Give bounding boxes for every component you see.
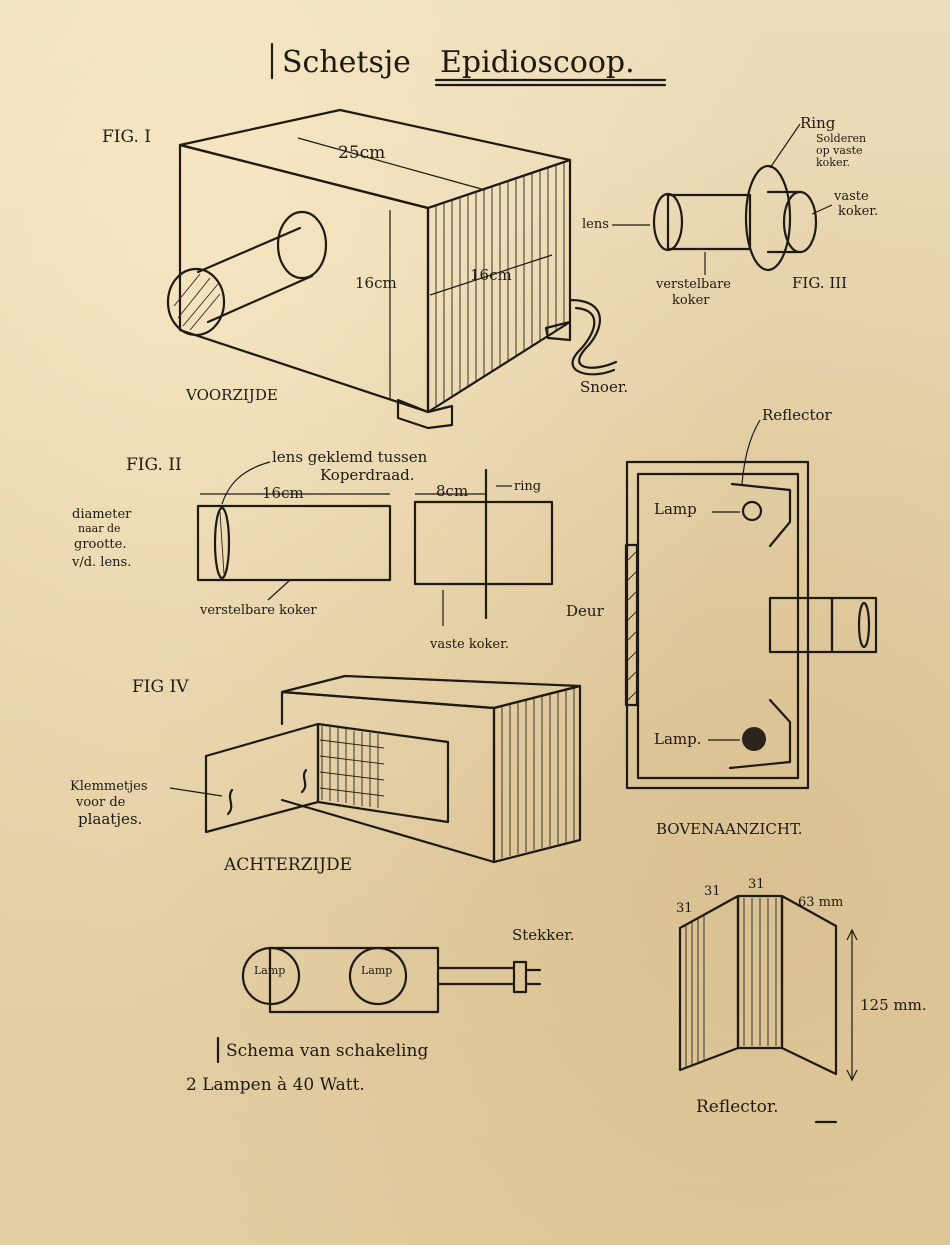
schema-lamp-1-label: Lamp — [254, 964, 285, 977]
top-view-lens-mount — [768, 596, 834, 654]
reflector-height: 125 mm. — [860, 996, 927, 1014]
top-view-caption: BOVENAANZICHT. — [656, 820, 803, 838]
fig3-solder-note-2: op vaste — [816, 144, 863, 157]
fig4-label: FIG IV — [132, 677, 189, 697]
fig2-fixed-label: vaste koker. — [429, 637, 509, 652]
fig4-clips-label-1: Klemmetjes — [70, 779, 148, 794]
fig3-lens-assembly: Ring Solderen op vaste koker. vaste koke… — [582, 114, 878, 308]
schema-lamp-2-label: Lamp — [361, 964, 392, 977]
reflector-width-4: 63 mm — [798, 895, 843, 910]
fig1-foot-back — [544, 320, 572, 342]
top-view-lamp-bottom-label: Lamp. — [654, 730, 702, 748]
schema-wiring-box — [268, 946, 440, 1014]
fig4-clips-label-3: plaatjes. — [78, 810, 142, 828]
fig2-diameter-2: naar de — [78, 522, 121, 535]
fig3-tube-front — [652, 192, 684, 252]
fig4-back-view: FIG IV Klemmetjes voor de plaatjes. ACHT… — [70, 674, 582, 875]
schema-lamp-2 — [348, 946, 408, 1006]
fig2-label: FIG. II — [126, 455, 182, 475]
fig3-ring — [744, 164, 792, 272]
fig2-lens-note-2: Koperdraad. — [320, 466, 415, 484]
fig3-adjustable-label-1: verstelbare — [655, 277, 731, 292]
fig1-dim-height: 16cm — [355, 274, 397, 292]
fig1-lens-flange — [276, 210, 328, 280]
title-word-2: Epidioscoop. — [440, 45, 635, 80]
reflector-width-3: 31 — [748, 877, 765, 892]
top-view-lamp-top — [741, 500, 763, 522]
fig3-adjustable-label-2: koker — [672, 293, 710, 308]
fig4-caption: ACHTERZIJDE — [223, 855, 352, 875]
top-view-reflector-top — [730, 482, 792, 548]
top-view-lens-tube — [830, 596, 878, 654]
top-view-door-label: Deur — [566, 602, 605, 620]
fig3-label: FIG. III — [792, 274, 847, 292]
top-view: Reflector Deur Lamp Lamp. BOVENAANZICHT. — [566, 406, 878, 838]
fig2-tubes: FIG. II lens geklemd tussen Koperdraad. … — [71, 448, 554, 652]
reflector-width-2: 31 — [704, 884, 721, 899]
fig1-box-side — [426, 158, 572, 414]
fig2-lens-note-1: lens geklemd tussen — [272, 448, 428, 466]
fig2-adjustable-tube — [196, 504, 392, 582]
fig4-door — [204, 722, 320, 834]
reflector-figure: 31 31 31 63 mm 125 mm. Reflector. — [676, 877, 927, 1124]
fig3-adjustable-tube — [666, 193, 752, 251]
fig3-solder-note-3: koker. — [816, 156, 850, 169]
fig2-dim-16: 16cm — [262, 484, 304, 502]
fig4-clip-right — [300, 768, 308, 794]
fig2-adjustable-label: verstelbare koker — [199, 603, 317, 618]
fig3-ring-label: Ring — [800, 114, 836, 132]
wiring-schema: Lamp Lamp Stekker. Schema van schakeling… — [186, 926, 575, 1095]
title: Schetsje Epidioscoop. — [270, 42, 667, 87]
schema-plug-label: Stekker. — [512, 926, 575, 944]
fig1-cord — [568, 298, 618, 369]
fig4-clips-label-2: voor de — [75, 795, 126, 810]
fig1-lens-opening — [166, 267, 226, 337]
reflector-panel-1 — [678, 894, 740, 1072]
top-view-reflector-bottom — [728, 698, 792, 770]
reflector-panel-3 — [780, 894, 838, 1076]
fig1-dim-width: 25cm — [338, 143, 385, 163]
fig1-lens-label: lens — [582, 217, 609, 232]
top-view-reflector-label: Reflector — [762, 406, 833, 424]
top-view-door — [624, 543, 639, 707]
fig2-dim-8: 8cm — [436, 482, 468, 500]
fig1-side-hatch — [435, 162, 565, 407]
top-view-lamp-top-label: Lamp — [654, 500, 697, 518]
fig1-front-view: FIG. I 25cm 16cm 16cm — [102, 108, 628, 430]
fig3-fixed-tube-end — [782, 190, 818, 254]
schema-plug — [512, 960, 528, 994]
fig2-diameter-3: grootte. — [74, 537, 126, 552]
fig1-foot-front — [396, 398, 454, 430]
fig3-fixed-label-1: vaste — [833, 189, 869, 204]
top-view-lamp-bottom — [742, 727, 766, 751]
fig2-diameter-4: v/d. lens. — [71, 555, 131, 570]
fig4-clip-left — [226, 788, 234, 816]
fig1-cord-label: Snoer. — [580, 378, 628, 396]
schema-lamp-1 — [241, 946, 301, 1006]
fig4-opening — [316, 722, 450, 824]
fig2-diameter-1: diameter — [72, 507, 132, 522]
reflector-caption: Reflector. — [696, 1097, 779, 1117]
schema-caption-1: Schema van schakeling — [226, 1041, 428, 1061]
fig2-lens — [213, 506, 231, 580]
fig4-box-back — [280, 690, 496, 864]
reflector-width-1: 31 — [676, 901, 693, 916]
fig1-label: FIG. I — [102, 127, 151, 147]
fig1-caption: VOORZIJDE — [185, 386, 278, 404]
fig4-box-side — [492, 684, 582, 864]
fig3-solder-note-1: Solderen — [816, 132, 866, 145]
title-word-1: Schetsje — [282, 45, 411, 80]
fig2-fixed-tube — [413, 500, 554, 586]
schema-caption-2: 2 Lampen à 40 Watt. — [186, 1075, 365, 1095]
fig1-dim-depth: 16cm — [470, 266, 512, 284]
fig2-ring-label: ring — [514, 479, 541, 494]
fig3-fixed-label-2: koker. — [838, 204, 878, 219]
